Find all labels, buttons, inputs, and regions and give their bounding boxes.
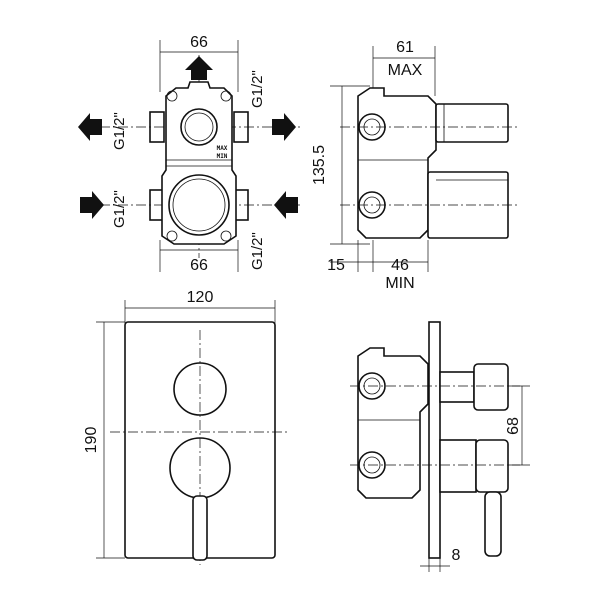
dim-depth: 61: [396, 39, 414, 56]
plate-front-view: 120 190: [83, 289, 290, 565]
dim-height: 135.5: [311, 145, 328, 185]
dim-width-bottom: 66: [190, 257, 208, 274]
inlet-arrow-left-icon: [80, 191, 104, 219]
dim-axis-distance: 68: [505, 417, 522, 435]
dim-min-depth: 46: [391, 257, 409, 274]
dim-plate-height: 190: [83, 427, 100, 454]
stamp-max: MAX: [217, 145, 228, 152]
dim-min-note: MIN: [385, 275, 414, 292]
outlet-arrow-right-icon: [272, 113, 296, 141]
outlet-arrow-icon: [185, 56, 213, 80]
dim-width-top: 66: [190, 34, 208, 51]
outlet-arrow-left-icon: [78, 113, 102, 141]
assembly-side-view: 68 8: [350, 321, 530, 572]
thread-left-upper: G1/2": [111, 112, 128, 150]
dim-depth-note: MAX: [388, 62, 423, 79]
thread-top-right: G1/2": [249, 70, 266, 108]
thread-left-lower: G1/2": [111, 190, 128, 228]
inlet-arrow-right-icon: [274, 191, 298, 219]
dim-plate-thickness: 8: [452, 547, 461, 564]
stamp-min: MIN: [217, 153, 228, 160]
body-front-view: 66 66: [78, 34, 300, 274]
dim-plate-width: 120: [187, 289, 214, 306]
dim-offset: 15: [327, 257, 345, 274]
body-side-view: 135.5 61 MAX 15 46 MIN: [311, 39, 520, 292]
thread-bottom-right: G1/2": [249, 232, 266, 270]
